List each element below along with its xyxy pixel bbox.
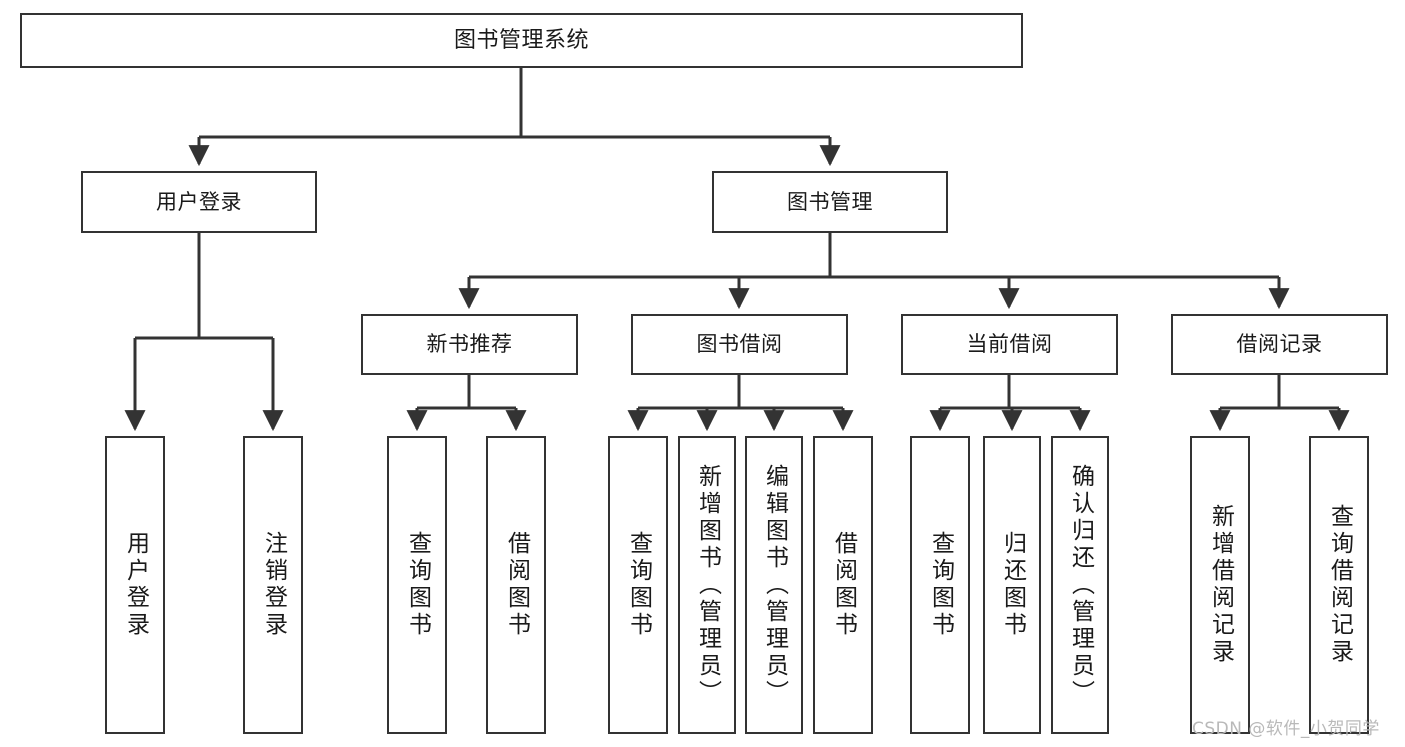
node-leaf-edit-book-admin-label: 编辑图书（管理员） [761,463,788,707]
node-root[interactable]: 图书管理系统 [20,13,1023,68]
watermark: CSDN @软件_小贺同学 [1192,714,1380,739]
node-leaf-query-book-bor-label: 查询图书 [625,531,652,639]
node-book-borrow[interactable]: 图书借阅 [631,314,848,375]
node-leaf-edit-book-admin[interactable]: 编辑图书（管理员） [745,436,803,734]
node-leaf-borrow-book-bor-label: 借阅图书 [830,531,857,639]
node-root-label: 图书管理系统 [453,27,589,53]
node-leaf-return-book[interactable]: 归还图书 [983,436,1041,734]
node-leaf-query-book-rec[interactable]: 查询图书 [387,436,447,734]
node-new-book-recommend-label: 新书推荐 [426,332,513,357]
node-leaf-logout-label: 注销登录 [260,531,287,639]
node-leaf-borrow-book-rec[interactable]: 借阅图书 [486,436,546,734]
node-leaf-query-borrow-record-label: 查询借阅记录 [1326,504,1353,666]
node-leaf-borrow-book-rec-label: 借阅图书 [503,531,530,639]
node-borrow-record[interactable]: 借阅记录 [1171,314,1388,375]
node-leaf-add-book-admin[interactable]: 新增图书（管理员） [678,436,736,734]
node-leaf-user-login[interactable]: 用户登录 [105,436,165,734]
node-current-borrow-label: 当前借阅 [966,332,1053,357]
node-leaf-return-book-label: 归还图书 [999,531,1026,639]
watermark-text: CSDN @软件_小贺同学 [1192,719,1380,739]
node-leaf-confirm-return-admin-label: 确认归还（管理员） [1067,463,1094,707]
node-leaf-confirm-return-admin[interactable]: 确认归还（管理员） [1051,436,1109,734]
node-leaf-borrow-book-bor[interactable]: 借阅图书 [813,436,873,734]
node-leaf-add-borrow-record[interactable]: 新增借阅记录 [1190,436,1250,734]
node-book-manage-label: 图书管理 [787,189,873,214]
node-leaf-logout[interactable]: 注销登录 [243,436,303,734]
node-new-book-recommend[interactable]: 新书推荐 [361,314,578,375]
node-leaf-query-book-cur[interactable]: 查询图书 [910,436,970,734]
node-leaf-add-borrow-record-label: 新增借阅记录 [1207,504,1234,666]
node-book-borrow-label: 图书借阅 [696,332,783,357]
node-leaf-query-book-cur-label: 查询图书 [927,531,954,639]
node-user-login[interactable]: 用户登录 [81,171,317,233]
node-current-borrow[interactable]: 当前借阅 [901,314,1118,375]
node-user-login-label: 用户登录 [156,189,242,214]
node-leaf-add-book-admin-label: 新增图书（管理员） [694,463,721,707]
node-borrow-record-label: 借阅记录 [1236,332,1323,357]
node-leaf-query-borrow-record[interactable]: 查询借阅记录 [1309,436,1369,734]
node-book-manage[interactable]: 图书管理 [712,171,948,233]
node-leaf-query-book-bor[interactable]: 查询图书 [608,436,668,734]
node-leaf-user-login-label: 用户登录 [122,531,149,639]
node-leaf-query-book-rec-label: 查询图书 [404,531,431,639]
